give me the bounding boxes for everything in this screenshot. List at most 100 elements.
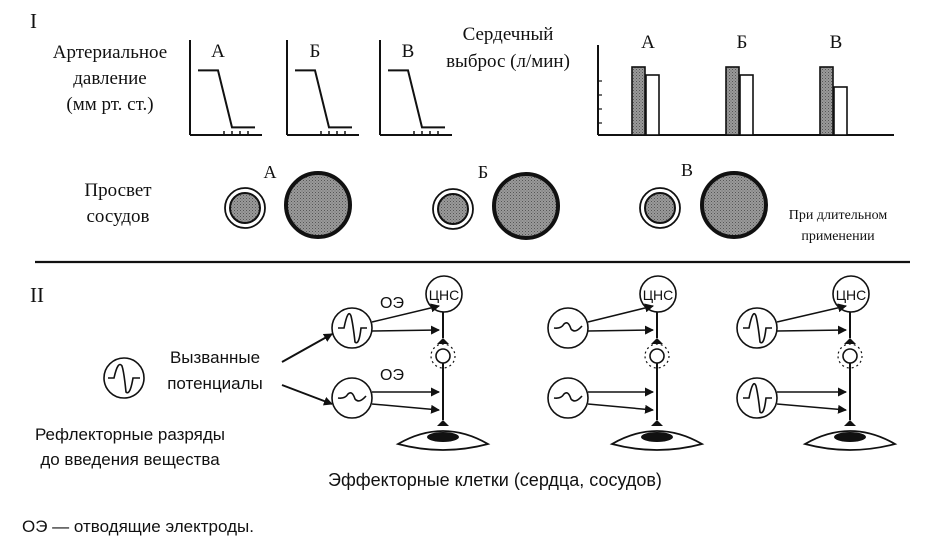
section-2: II Вызванные потенциалы Рефлекторные раз…: [30, 275, 898, 490]
small-vessel-lumen: [229, 192, 261, 224]
lower-recording-circle: [547, 377, 589, 419]
ganglion-cell: [435, 348, 451, 364]
upper-recording-circle: [331, 307, 373, 349]
flat-waveform-icon: [337, 392, 367, 402]
reflex-circuit-0: ЦНС: [331, 275, 491, 451]
effector-synapse-triangle: [651, 420, 663, 426]
upper-electrode-lead-1: [776, 303, 847, 323]
vessel-pair-c: В: [639, 160, 768, 239]
bp-series-line: [198, 69, 255, 129]
large-vessel-lumen: [492, 172, 560, 240]
effector-caption: Эффекторные клетки (сердца, сосудов): [328, 470, 662, 490]
effector-synapse-triangle: [844, 420, 856, 426]
effector-cell-nucleus: [641, 432, 673, 442]
vessel-pair-b: Б: [432, 162, 560, 240]
cardiac-output-chart: А Б В: [597, 32, 894, 136]
bp-label-line-2: давление: [73, 68, 147, 89]
ganglion-halo: [837, 343, 863, 369]
lower-recording-circle: [736, 377, 778, 419]
electrode-label-upper: ОЭ: [380, 295, 404, 312]
evoked-waveform-icon: [743, 312, 772, 344]
upper-electrode-lead-2: [776, 325, 847, 335]
co-label-line-1: Сердечный: [463, 24, 554, 45]
co-bar: [631, 66, 646, 136]
lumen-label-line-2: сосудов: [86, 206, 149, 227]
bp-chart-0: А: [189, 40, 262, 136]
vessel-letter-c: В: [681, 160, 693, 180]
co-category-label: В: [830, 32, 843, 53]
cns-label: ЦНС: [643, 287, 674, 303]
bp-charts: А Б В: [189, 40, 452, 136]
bp-panel-title: В: [402, 41, 415, 62]
lower-electrode-lead-2: [776, 403, 847, 414]
lower-electrode-lead-2: [587, 403, 654, 414]
upper-electrode-lead-2: [371, 325, 440, 335]
bp-chart-1: Б: [286, 40, 359, 136]
evoked-label-line-1: Вызванные: [170, 348, 260, 367]
arrow-to-lower-recording: [281, 384, 333, 406]
section-1: I Артериальное давление (мм рт. ст.) А Б В…: [30, 9, 894, 244]
synapse-triangle: [651, 338, 663, 344]
evoked-waveform-icon: [108, 363, 140, 394]
long-term-note-line-1: При длительном: [789, 208, 888, 223]
cns-label: ЦНС: [429, 287, 460, 303]
large-vessel-lumen: [700, 171, 768, 239]
large-vessel-lumen: [284, 171, 352, 239]
ganglion-halo: [644, 343, 670, 369]
co-category-label: Б: [737, 32, 748, 53]
small-vessel-lumen: [437, 193, 469, 225]
bp-chart-2: В: [379, 40, 452, 136]
evoked-waveform-icon: [338, 312, 367, 344]
reflex-label-line-1: Рефлекторные разряды: [35, 425, 225, 444]
upper-recording-circle: [736, 307, 778, 349]
effector-cell-nucleus: [427, 432, 459, 442]
footnote: ОЭ — отводящие электроды.: [22, 517, 254, 536]
co-bar: [739, 74, 754, 136]
bp-panel-title: Б: [310, 41, 321, 62]
upper-electrode-lead-2: [587, 325, 654, 335]
co-bar: [645, 74, 660, 136]
bp-panel-title: А: [211, 41, 225, 62]
reflex-label-line-2: до введения вещества: [40, 450, 220, 469]
ganglion-cell: [842, 348, 858, 364]
upper-electrode-lead-1: [587, 303, 654, 323]
evoked-waveform-icon: [743, 382, 772, 414]
effector-cell-nucleus: [834, 432, 866, 442]
arrow-to-upper-recording: [281, 333, 333, 363]
small-vessel-lumen: [644, 192, 676, 224]
reflex-circuit-1: ЦНС: [547, 275, 705, 451]
bp-series-line: [388, 69, 445, 129]
ganglion-cell: [649, 348, 665, 364]
bp-label-line-3: (мм рт. ст.): [66, 94, 153, 115]
reflex-circuit-2: ЦНС: [736, 275, 898, 451]
flat-waveform-icon: [553, 392, 583, 402]
synapse-triangle: [437, 338, 449, 344]
electrode-label-lower: ОЭ: [380, 367, 404, 384]
co-category-label: А: [641, 32, 655, 53]
vessel-pair-a: А: [224, 162, 352, 239]
synapse-triangle: [844, 338, 856, 344]
flat-waveform-icon: [553, 322, 583, 332]
bp-label-line-1: Артериальное: [53, 42, 167, 63]
upper-recording-circle: [547, 307, 589, 349]
evoked-label-line-2: потенциалы: [167, 374, 263, 393]
co-label-line-2: выброс (л/мин): [446, 51, 570, 72]
vessel-letter-b: Б: [478, 162, 488, 182]
effector-synapse-triangle: [437, 420, 449, 426]
co-bar: [725, 66, 740, 136]
lumen-label-line-1: Просвет: [84, 180, 152, 201]
lower-electrode-lead-2: [371, 403, 440, 414]
co-bar: [819, 66, 834, 136]
lower-recording-circle: [331, 377, 373, 419]
vessel-letter-a: А: [264, 162, 277, 182]
cns-label: ЦНС: [836, 287, 867, 303]
co-bar: [833, 86, 848, 136]
long-term-note-line-2: применении: [801, 229, 875, 244]
section-2-numeral: II: [30, 283, 44, 307]
upper-electrode-lead-1: [371, 303, 440, 323]
reflex-circuits: ЦНС ЦНС ЦНС: [331, 275, 898, 451]
section-1-numeral: I: [30, 9, 37, 33]
ganglion-halo: [430, 343, 456, 369]
bp-series-line: [295, 69, 352, 129]
